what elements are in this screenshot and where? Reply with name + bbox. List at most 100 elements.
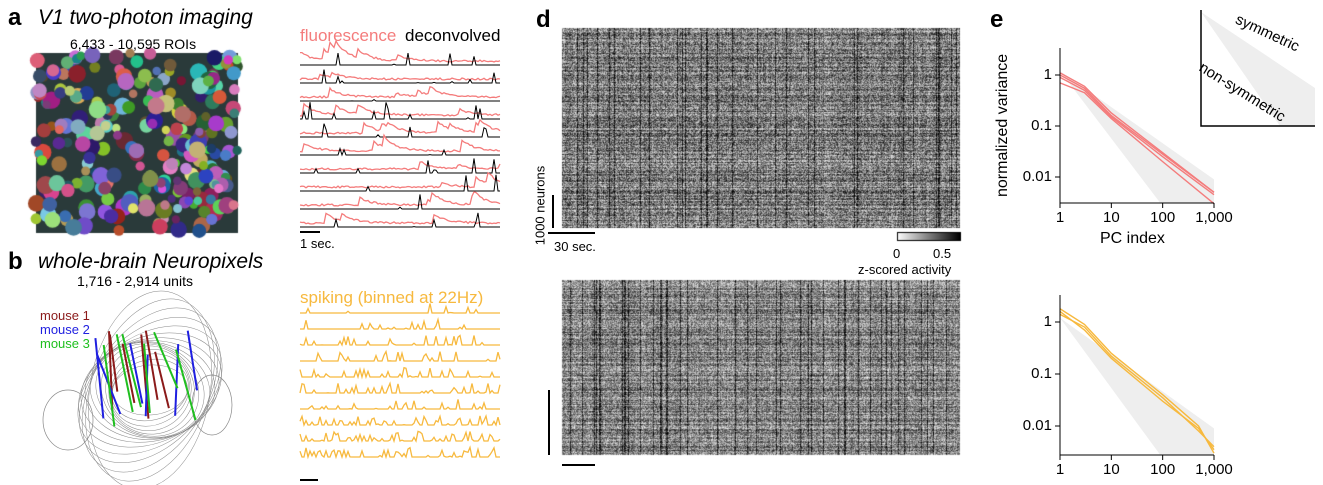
y-tick-label: 1: [1043, 313, 1052, 330]
fluorescence-trace: [299, 102, 501, 117]
probe-track: [175, 349, 197, 421]
legend-fluorescence: fluorescence: [300, 26, 397, 45]
spiking-trace: [300, 399, 500, 411]
probe-track: [186, 330, 199, 391]
x-tick-label: 1,000: [1195, 209, 1233, 226]
probe-track: [153, 331, 179, 389]
series-line: [1059, 308, 1215, 454]
series-line: [1059, 74, 1215, 193]
legend-mouse-1: mouse 1: [40, 308, 90, 323]
spiking-trace: [299, 366, 500, 380]
y-tick-label: 0.01: [1022, 168, 1052, 185]
fluorescence-trace: [299, 71, 501, 81]
x-tick-label: 100: [1150, 209, 1176, 226]
spiking-trace: [300, 317, 500, 331]
spiking-trace: [300, 349, 501, 363]
x-axis-label: PC index: [1100, 230, 1165, 247]
spiking-trace: [300, 303, 500, 314]
deconvolved-trace: [300, 98, 500, 102]
fluorescence-trace: [299, 191, 501, 207]
probe-track: [140, 334, 150, 419]
x-tick-label: 1,000: [1195, 461, 1233, 478]
probe-track: [102, 344, 116, 427]
panel-b-title: whole-brain Neuropixels: [38, 250, 264, 273]
series-line: [1059, 76, 1215, 196]
spiking-trace: [299, 334, 500, 347]
probe-track: [108, 334, 119, 392]
probe-track: [94, 338, 105, 419]
series-line: [1059, 313, 1215, 448]
probe-track: [143, 343, 151, 414]
panel-e-label: e: [990, 6, 1004, 33]
brain-mesh: [78, 332, 222, 448]
x-tick-label: 1: [1055, 209, 1065, 226]
x-tick-label: 100: [1150, 461, 1176, 478]
brain-mesh: [88, 290, 212, 485]
spiking-trace: [299, 381, 501, 396]
y-tick-label: 1: [1043, 66, 1052, 83]
deconvolved-trace: [300, 194, 500, 210]
fluorescence-trace: [299, 161, 501, 171]
deconvolved-trace: [300, 158, 500, 174]
fluorescence-trace: [299, 133, 501, 153]
inset-shade: [1201, 12, 1315, 126]
panel-a-label: a: [8, 4, 22, 31]
fluorescence-trace: [299, 171, 501, 189]
probe-track: [154, 351, 170, 409]
y-tick-label: 0.01: [1022, 417, 1052, 434]
brain-mesh: [89, 341, 211, 439]
panel-b-subtitle: 1,716 - 2,914 units: [77, 273, 193, 289]
brain-mesh: [80, 337, 220, 443]
probe-track: [121, 343, 136, 404]
deconvolved-trace: [300, 102, 500, 120]
legend-mouse-2: mouse 2: [40, 322, 90, 337]
probe-track: [108, 331, 114, 410]
probe-track: [121, 333, 142, 408]
time-scale-label: 1 sec.: [300, 236, 335, 251]
deconvolved-trace: [300, 69, 500, 84]
x-tick-label: 10: [1102, 209, 1120, 226]
fluorescence-trace: [299, 212, 501, 225]
fluorescence-trace: [300, 39, 501, 63]
neurons-scale-label: 1000 neurons: [532, 165, 548, 246]
spiking-label: spiking (binned at 22Hz): [300, 288, 484, 307]
olfactory-bulb-mesh: [42, 389, 94, 451]
time-scale-d-label: 30 sec.: [554, 239, 596, 254]
panel-a-title: V1 two-photon imaging: [38, 6, 253, 29]
colorbar-label: z-scored activity: [858, 262, 952, 277]
panel-b-label: b: [8, 248, 23, 275]
x-tick-label: 1: [1055, 461, 1065, 478]
series-line: [1059, 310, 1215, 451]
deconvolved-trace: [300, 123, 500, 138]
y-tick-label: 0.1: [1031, 117, 1052, 134]
y-tick-label: 0.1: [1031, 365, 1052, 382]
probe-track: [129, 343, 144, 404]
fluorescence-trace: [299, 86, 501, 99]
shaded-region: [1060, 317, 1214, 455]
colorbar-tick-0: 0: [893, 246, 901, 261]
spiking-trace: [299, 445, 500, 460]
x-tick-label: 10: [1102, 461, 1120, 478]
inset-axes: [1200, 10, 1315, 127]
y-axis-label: normalized variance: [994, 53, 1011, 197]
panel-a-subtitle: 6,433 - 10,595 ROIs: [70, 36, 197, 52]
spiking-trace: [299, 430, 501, 444]
series-line: [1059, 82, 1215, 205]
colorbar-tick-1: 0.5: [933, 246, 952, 261]
legend-mouse-3: mouse 3: [40, 336, 90, 351]
spiking-trace: [299, 414, 501, 428]
brain-mesh: [85, 298, 215, 482]
deconvolved-trace: [300, 146, 500, 157]
legend-deconvolved: deconvolved: [405, 26, 501, 45]
panel-d-label: d: [536, 6, 551, 33]
deconvolved-trace: [300, 174, 500, 192]
fluorescence-trace: [299, 118, 501, 135]
probe-track: [115, 334, 134, 413]
deconvolved-trace: [300, 53, 500, 66]
probe-track: [144, 330, 159, 400]
cerebellum-mesh: [191, 374, 233, 436]
series-line: [1059, 72, 1215, 193]
